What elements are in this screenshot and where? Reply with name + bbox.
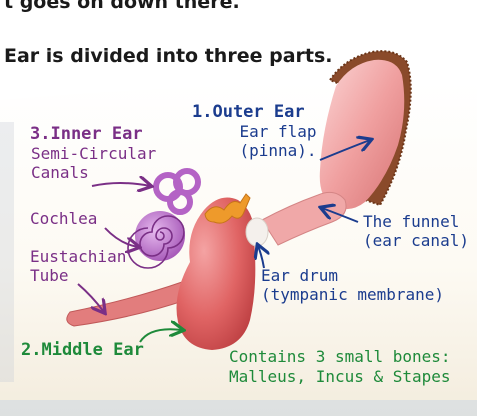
ear-drum-label-line1: Ear drum: [261, 266, 338, 285]
funnel-label-line1: The funnel: [363, 212, 459, 231]
semicircular-label-line1: Semi-Circular: [31, 144, 156, 163]
middle-ear-title: 2.Middle Ear: [21, 341, 144, 360]
ear-flap-label-line2: (pinna).: [236, 141, 320, 160]
semicircular-canals: [156, 171, 198, 212]
cochlea: [128, 211, 185, 268]
ear-drum: [246, 218, 268, 246]
ear-flap-label-line1: Ear flap: [236, 122, 320, 141]
funnel-label-line2: (ear canal): [363, 231, 469, 250]
eustachian-tube: [67, 282, 186, 326]
ear-canal: [262, 192, 346, 245]
bones-label-line1: Contains 3 small bones:: [229, 347, 451, 366]
bones-label-line2: Malleus, Incus & Stapes: [229, 367, 451, 386]
eustachian-label-line2: Tube: [30, 266, 69, 285]
arrow-ear-drum: [258, 246, 264, 268]
inner-ear-title: 3.Inner Ear: [30, 125, 143, 144]
ear-drum-label-line2: (tympanic membrane): [261, 285, 444, 304]
eustachian-label-line1: Eustachian: [30, 247, 126, 266]
arrow-middle-ear: [140, 329, 182, 342]
pinna-shape: [320, 60, 405, 209]
cochlea-label: Cochlea: [30, 209, 97, 228]
arrow-cochlea: [105, 228, 138, 247]
semicircular-label-line2: Canals: [31, 163, 89, 182]
arrow-semicircular: [92, 183, 150, 186]
outer-ear-title: 1.Outer Ear: [192, 103, 305, 122]
